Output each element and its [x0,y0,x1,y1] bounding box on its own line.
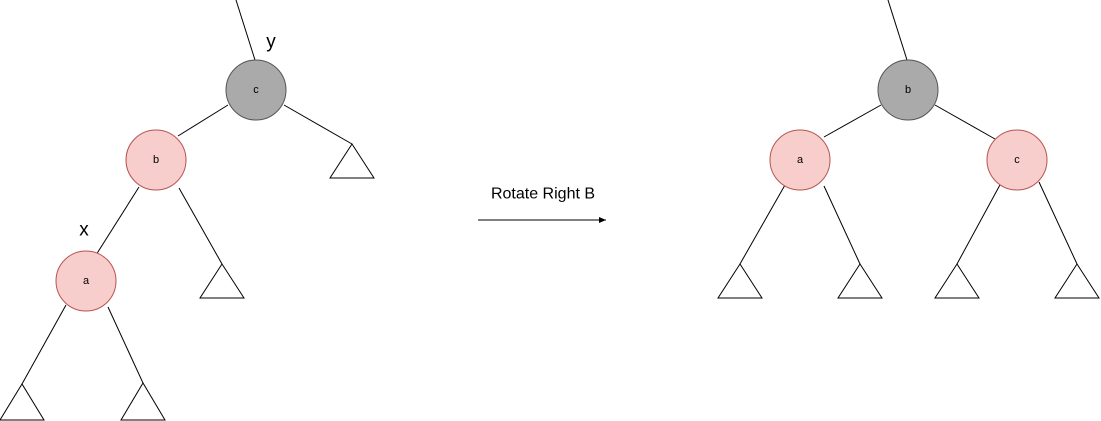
before-parent-edge [235,0,256,61]
before-edge-c-b [177,104,229,137]
before-node-c: c [225,59,287,121]
after-node-a-circle [769,129,831,191]
after-node-b-circle [877,59,939,121]
after-edge-b-a [823,104,882,138]
before-tree: c b a y x [0,0,375,421]
pointer-label-x: x [79,220,89,241]
after-edge-a-right-subtree [823,185,861,265]
before-subtree-b-right [199,263,245,299]
before-node-a: a [55,250,117,312]
before-edge-a-right-subtree [107,306,144,384]
after-node-b: b [877,59,939,121]
before-subtree-a-right [120,382,166,421]
before-node-c-label: c [253,84,259,96]
before-subtree-c-right [329,143,375,179]
before-edge-a-left-subtree [21,304,67,385]
rotation-arrow-group: Rotate Right B [478,186,606,223]
after-node-a-label: a [797,154,804,166]
before-node-a-label: a [83,275,90,287]
before-node-a-circle [55,250,117,312]
before-node-c-circle [225,59,287,121]
pointer-label-y: y [266,32,276,53]
after-subtree-a-right [837,263,883,299]
before-node-b: b [125,129,187,191]
before-edge-c-right-subtree [283,104,353,145]
after-edge-c-left-subtree [956,182,1002,265]
after-tree: b a c [717,0,1100,299]
before-node-b-label: b [153,154,159,166]
after-node-c-circle [986,129,1048,191]
after-subtree-c-left [934,263,980,299]
after-node-c: c [986,129,1048,191]
after-node-c-label: c [1014,154,1020,166]
before-edge-b-a [95,186,140,256]
after-subtree-a-left [717,263,763,299]
after-edge-a-left-subtree [739,184,786,265]
after-edge-c-right-subtree [1038,181,1078,265]
before-subtree-a-left [0,383,45,421]
after-node-a: a [769,129,831,191]
before-edge-b-right-subtree [178,187,223,265]
after-edge-b-c [934,104,996,140]
after-parent-edge [887,0,908,61]
after-subtree-c-right [1054,263,1100,299]
before-node-b-circle [125,129,187,191]
after-node-b-label: b [905,84,911,96]
rotation-operation-label: Rotate Right B [491,186,595,203]
